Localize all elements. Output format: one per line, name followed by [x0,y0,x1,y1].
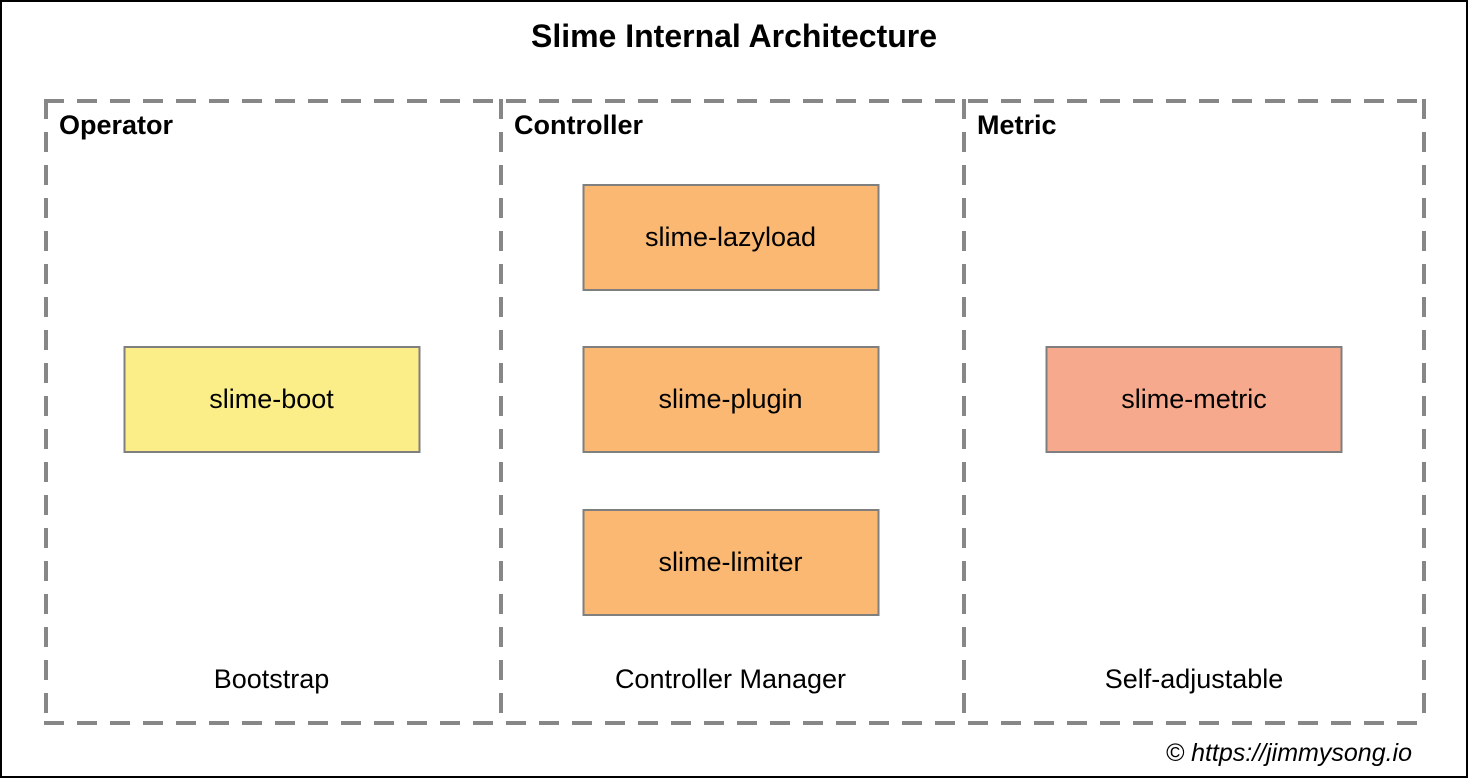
copyright-text: © https://jimmysong.io [1165,739,1412,767]
section-controller: Controller slime-lazyload slime-plugin s… [499,99,962,725]
section-metric-caption: Self-adjustable [1104,664,1284,694]
section-operator: Operator slime-boot Bootstrap [44,99,499,725]
section-divider-operator-controller [499,99,503,725]
section-divider-controller-metric [962,99,966,725]
section-controller-label: Controller [514,110,644,140]
node-slime-metric: slime-metric [1045,346,1343,453]
node-slime-plugin: slime-plugin [582,346,879,453]
architecture-outline: Operator slime-boot Bootstrap Controller… [44,99,1426,725]
section-operator-label: Operator [59,110,174,140]
dashed-border-left [44,99,48,725]
node-slime-lazyload: slime-lazyload [582,184,879,291]
node-slime-boot: slime-boot [123,346,420,453]
node-slime-limiter: slime-limiter [582,509,879,616]
dashed-border-bottom [44,721,1426,725]
section-operator-caption: Bootstrap [213,664,330,694]
dashed-border-right [1422,99,1426,725]
dashed-border-top [44,99,1426,103]
diagram-title: Slime Internal Architecture [530,18,938,54]
section-metric: Metric slime-metric Self-adjustable [962,99,1426,725]
section-controller-caption: Controller Manager [614,664,847,694]
section-metric-label: Metric [977,110,1057,140]
